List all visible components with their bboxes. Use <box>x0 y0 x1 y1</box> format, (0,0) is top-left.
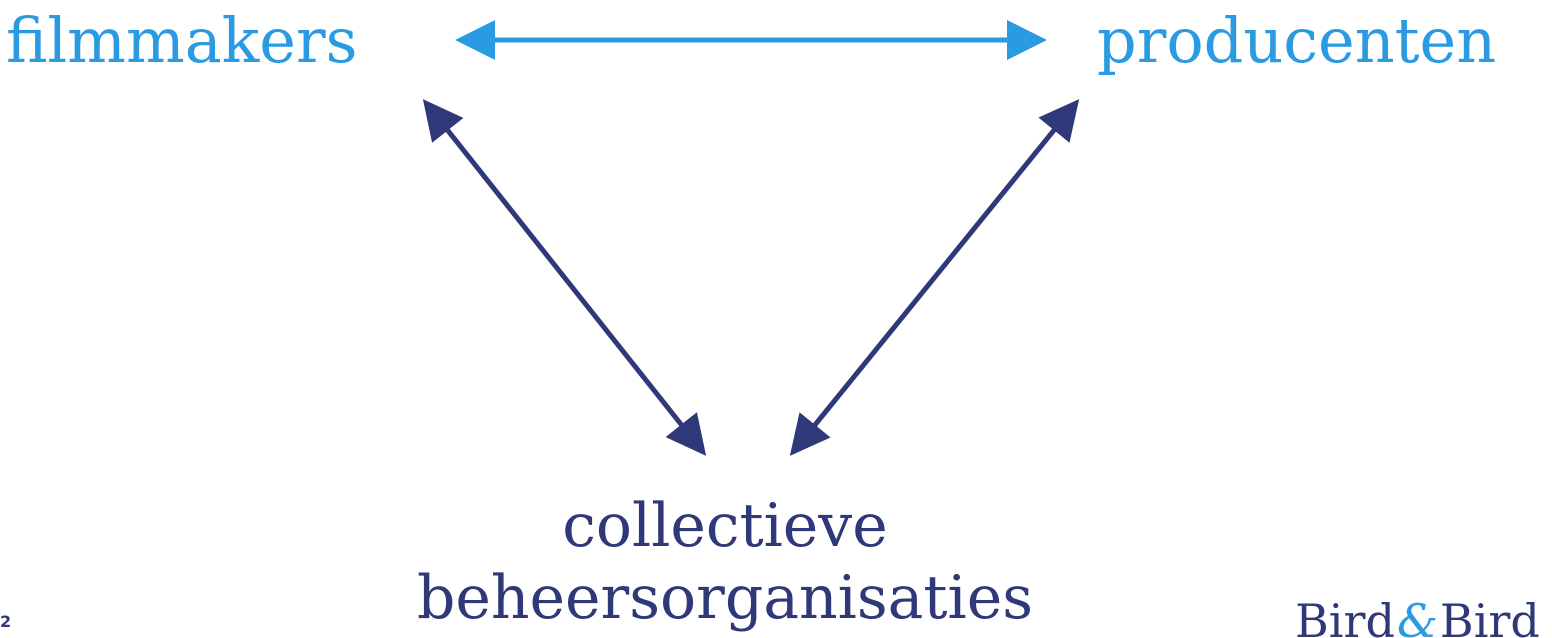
arrow-producenten-cbo <box>789 99 1080 456</box>
node-cbo-line2: beheersorganisaties <box>416 563 1034 633</box>
arrow-filmmakers-cbo <box>422 99 707 456</box>
node-collectieve-beheersorganisaties: collectieve beheersorganisaties <box>405 490 1045 634</box>
node-producenten: producenten <box>1097 4 1497 77</box>
logo-ampersand: & <box>1396 594 1438 638</box>
node-cbo-line1: collectieve <box>562 491 888 561</box>
node-filmmakers: filmmakers <box>6 4 358 77</box>
logo-word-1: Bird <box>1295 594 1395 638</box>
slide-number: 2 <box>0 614 10 631</box>
logo-word-2: Bird <box>1439 594 1540 638</box>
bird-and-bird-logo: Bird&Bird <box>1295 598 1540 638</box>
